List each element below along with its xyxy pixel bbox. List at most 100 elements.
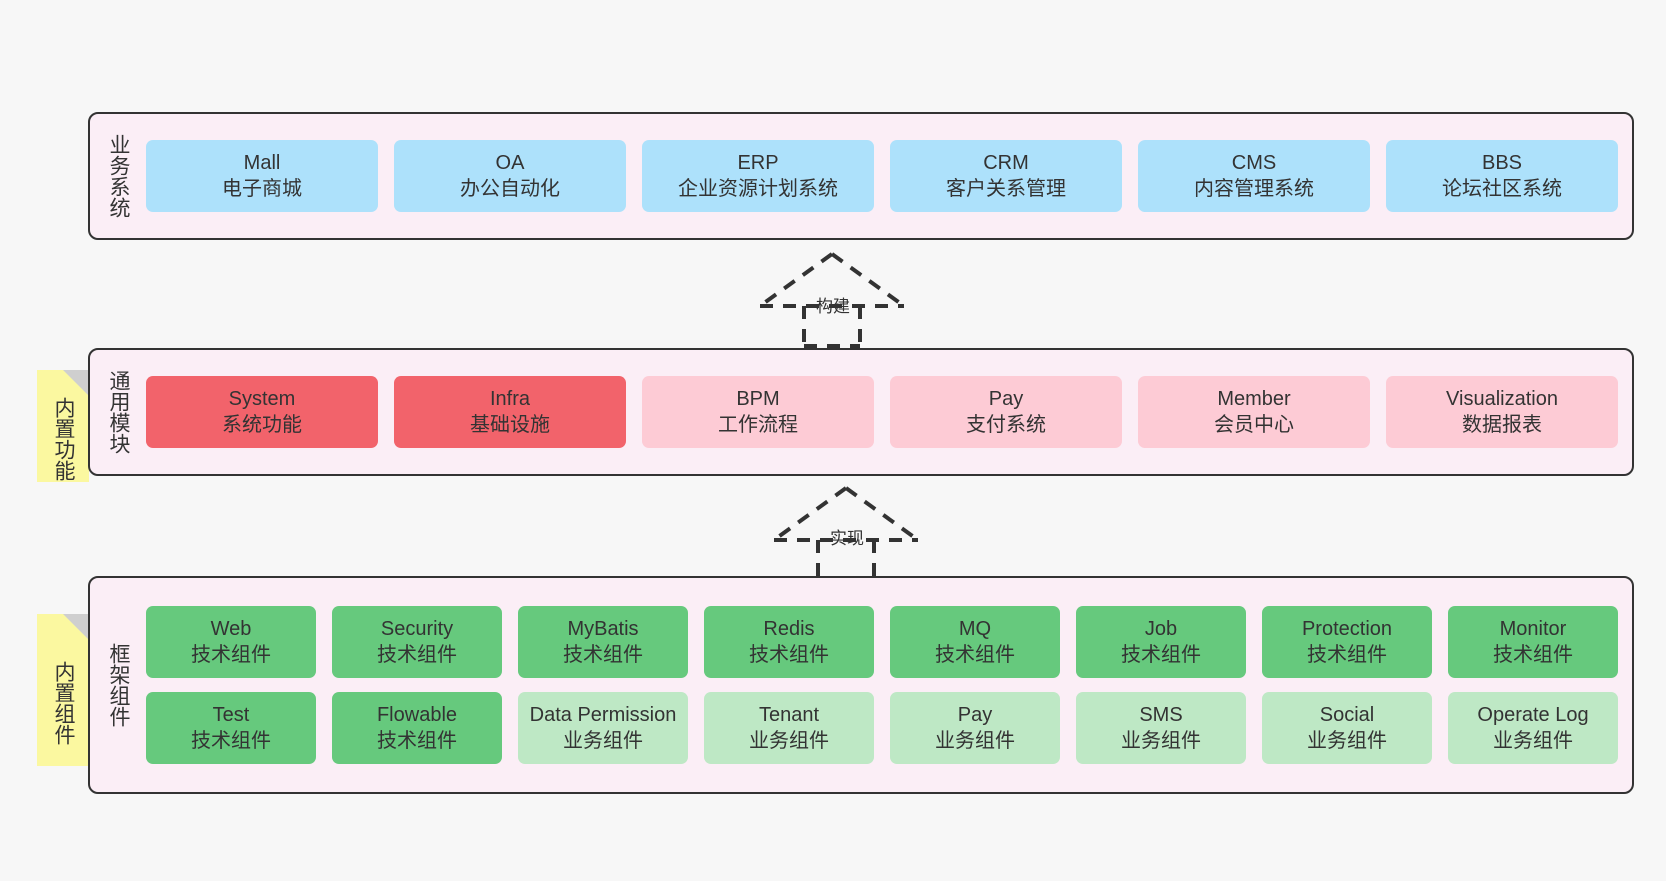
card-title-cn: 技术组件 — [1493, 644, 1573, 666]
card-title-en: Flowable — [376, 704, 458, 726]
note-label: 内置功能 — [51, 397, 75, 481]
card-row: Test 技术组件 Flowable 技术组件 Data Permission … — [146, 692, 1618, 764]
card-operate-log[interactable]: Operate Log 业务组件 — [1448, 692, 1618, 764]
card-title-cn: 办公自动化 — [460, 178, 560, 200]
card-title-cn: 系统功能 — [222, 414, 302, 436]
card-row: Mall 电子商城 OA 办公自动化 ERP 企业资源计划系统 CRM 客户关系… — [146, 140, 1618, 212]
layer-title-common: 通用模块 — [106, 370, 130, 454]
card-title-cn: 技术组件 — [1121, 644, 1201, 666]
card-title-cn: 技术组件 — [377, 730, 457, 752]
card-title-en: Web — [210, 618, 252, 640]
card-bbs[interactable]: BBS 论坛社区系统 — [1386, 140, 1618, 212]
card-title-en: Monitor — [1499, 618, 1567, 640]
card-title-en: MQ — [958, 618, 992, 640]
layer-common-modules[interactable]: 通用模块 System 系统功能 Infra 基础设施 BPM 工作流程 Pay… — [88, 348, 1634, 476]
card-title-en: SMS — [1139, 704, 1183, 726]
card-title-en: Test — [212, 704, 250, 726]
card-mybatis[interactable]: MyBatis 技术组件 — [518, 606, 688, 678]
card-social[interactable]: Social 业务组件 — [1262, 692, 1432, 764]
card-title-cn: 技术组件 — [191, 730, 271, 752]
layer-framework-components[interactable]: 框架组件 Web 技术组件 Security 技术组件 MyBatis 技术组件… — [88, 576, 1634, 794]
card-cms[interactable]: CMS 内容管理系统 — [1138, 140, 1370, 212]
card-job[interactable]: Job 技术组件 — [1076, 606, 1246, 678]
card-redis[interactable]: Redis 技术组件 — [704, 606, 874, 678]
card-title-cn: 业务组件 — [563, 730, 643, 752]
card-title-cn: 内容管理系统 — [1194, 178, 1314, 200]
card-title-en: Mall — [243, 152, 281, 174]
card-title-cn: 工作流程 — [718, 414, 798, 436]
card-title-en: Protection — [1301, 618, 1393, 640]
card-flowable[interactable]: Flowable 技术组件 — [332, 692, 502, 764]
card-title-cn: 技术组件 — [377, 644, 457, 666]
card-web[interactable]: Web 技术组件 — [146, 606, 316, 678]
card-member[interactable]: Member 会员中心 — [1138, 376, 1370, 448]
card-test[interactable]: Test 技术组件 — [146, 692, 316, 764]
connector-implement-label: 实现 — [830, 529, 864, 548]
card-title-cn: 电子商城 — [222, 178, 302, 200]
card-title-cn: 基础设施 — [470, 414, 550, 436]
card-title-en: CRM — [983, 152, 1029, 174]
card-security[interactable]: Security 技术组件 — [332, 606, 502, 678]
card-title-en: Tenant — [758, 704, 820, 726]
card-title-en: Pay — [988, 388, 1024, 410]
card-title-en: Visualization — [1446, 388, 1558, 410]
card-mall[interactable]: Mall 电子商城 — [146, 140, 378, 212]
card-title-en: BBS — [1481, 152, 1523, 174]
connector-build-label: 构建 — [816, 297, 850, 316]
card-crm[interactable]: CRM 客户关系管理 — [890, 140, 1122, 212]
card-title-cn: 技术组件 — [563, 644, 643, 666]
card-title-en: Redis — [763, 618, 815, 640]
card-visualization[interactable]: Visualization 数据报表 — [1386, 376, 1618, 448]
card-title-en: Infra — [489, 388, 531, 410]
card-oa[interactable]: OA 办公自动化 — [394, 140, 626, 212]
card-title-cn: 技术组件 — [749, 644, 829, 666]
layer-business-systems[interactable]: 业务系统 Mall 电子商城 OA 办公自动化 ERP 企业资源计划系统 CRM… — [88, 112, 1634, 240]
card-title-cn: 数据报表 — [1462, 414, 1542, 436]
card-sms[interactable]: SMS 业务组件 — [1076, 692, 1246, 764]
card-row: System 系统功能 Infra 基础设施 BPM 工作流程 Pay 支付系统… — [146, 376, 1618, 448]
sticky-note-builtin-components: 内置组件 — [37, 614, 89, 766]
card-pay-component[interactable]: Pay 业务组件 — [890, 692, 1060, 764]
layer-title-frame: 框架组件 — [106, 643, 130, 727]
card-system[interactable]: System 系统功能 — [146, 376, 378, 448]
card-title-cn: 技术组件 — [935, 644, 1015, 666]
card-title-cn: 业务组件 — [749, 730, 829, 752]
card-title-cn: 技术组件 — [191, 644, 271, 666]
card-title-en: OA — [495, 152, 525, 174]
card-title-en: Social — [1319, 704, 1375, 726]
note-fold-corner-icon — [63, 370, 89, 396]
card-title-cn: 企业资源计划系统 — [678, 178, 838, 200]
layer-body-common: System 系统功能 Infra 基础设施 BPM 工作流程 Pay 支付系统… — [146, 350, 1632, 474]
card-title-en: Pay — [957, 704, 993, 726]
card-title-cn: 会员中心 — [1214, 414, 1294, 436]
note-label: 内置组件 — [51, 661, 75, 745]
card-erp[interactable]: ERP 企业资源计划系统 — [642, 140, 874, 212]
card-title-en: MyBatis — [567, 618, 639, 640]
card-title-en: Member — [1217, 388, 1291, 410]
note-fold-corner-icon — [63, 614, 89, 640]
card-title-cn: 业务组件 — [1121, 730, 1201, 752]
card-title-cn: 支付系统 — [966, 414, 1046, 436]
sticky-note-builtin-features: 内置功能 — [37, 370, 89, 482]
card-title-en: ERP — [737, 152, 779, 174]
card-title-cn: 业务组件 — [935, 730, 1015, 752]
card-title-en: Job — [1144, 618, 1178, 640]
card-monitor[interactable]: Monitor 技术组件 — [1448, 606, 1618, 678]
card-title-cn: 业务组件 — [1307, 730, 1387, 752]
card-protection[interactable]: Protection 技术组件 — [1262, 606, 1432, 678]
card-row: Web 技术组件 Security 技术组件 MyBatis 技术组件 Redi… — [146, 606, 1618, 678]
card-tenant[interactable]: Tenant 业务组件 — [704, 692, 874, 764]
card-infra[interactable]: Infra 基础设施 — [394, 376, 626, 448]
card-title-cn: 业务组件 — [1493, 730, 1573, 752]
card-title-en: CMS — [1231, 152, 1277, 174]
layer-body-business: Mall 电子商城 OA 办公自动化 ERP 企业资源计划系统 CRM 客户关系… — [146, 114, 1632, 238]
card-bpm[interactable]: BPM 工作流程 — [642, 376, 874, 448]
card-title-cn: 技术组件 — [1307, 644, 1387, 666]
card-title-en: Operate Log — [1477, 704, 1589, 726]
card-data-permission[interactable]: Data Permission 业务组件 — [518, 692, 688, 764]
card-pay[interactable]: Pay 支付系统 — [890, 376, 1122, 448]
card-mq[interactable]: MQ 技术组件 — [890, 606, 1060, 678]
card-title-cn: 客户关系管理 — [946, 178, 1066, 200]
layer-body-frame: Web 技术组件 Security 技术组件 MyBatis 技术组件 Redi… — [146, 578, 1632, 792]
